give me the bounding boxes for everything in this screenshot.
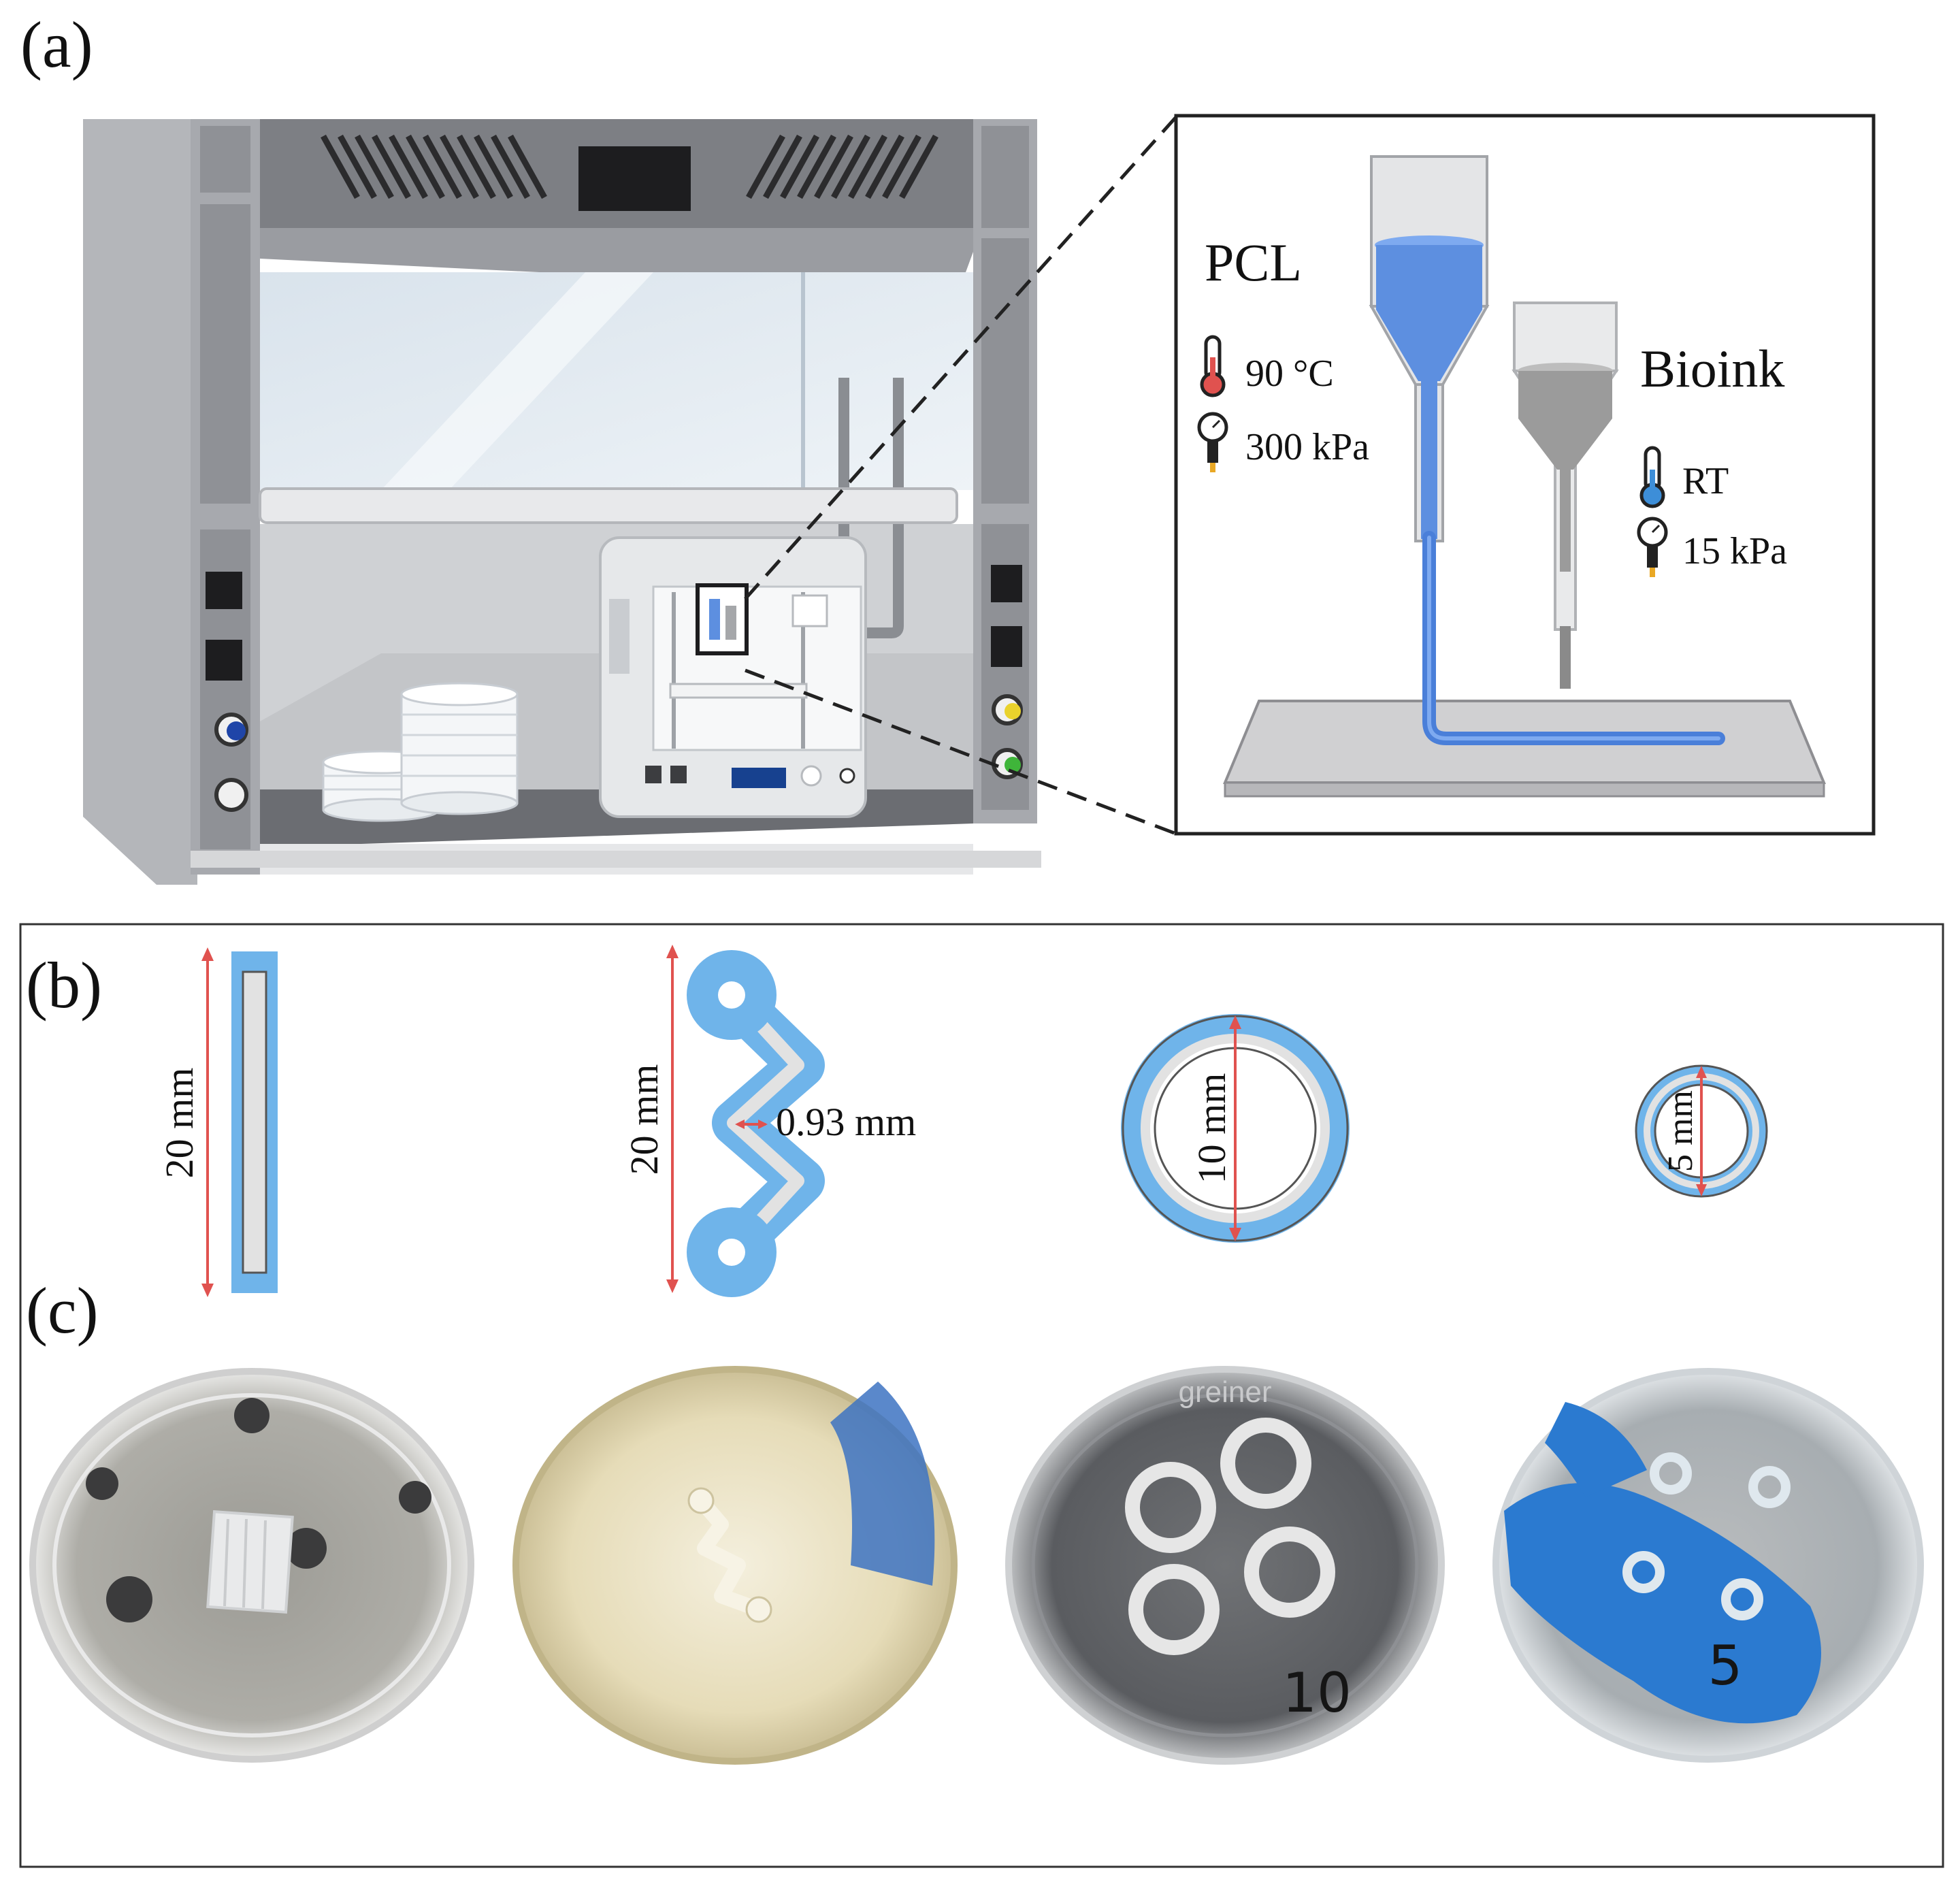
pcl-label: PCL	[1205, 233, 1302, 292]
hood-side-wall	[83, 119, 197, 885]
design-3-dimension: 10 mm	[1190, 1073, 1234, 1184]
zoom-connector-top	[744, 116, 1177, 600]
dish-brand-mark: greiner	[1179, 1375, 1272, 1409]
gloved-hand	[1504, 1483, 1821, 1724]
pressure-gauge-icon-pcl	[1197, 412, 1228, 472]
design-ring-10mm: 10 mm	[1121, 1014, 1350, 1243]
printed-ring	[1125, 1462, 1216, 1553]
handwritten-label-10: 10	[1282, 1661, 1352, 1725]
vent-left	[321, 134, 547, 199]
sash-handle	[259, 487, 958, 524]
design-2-channel-width: 0.93 mm	[776, 1100, 916, 1144]
bioprinter-illustration	[599, 536, 867, 818]
fume-hood-illustration	[83, 119, 1041, 885]
hood-display-panel	[578, 146, 691, 211]
printed-small-ring	[1650, 1452, 1692, 1495]
photo-dish-zigzag	[512, 1366, 958, 1765]
photo-dish-ring-5mm: 5	[1492, 1368, 1924, 1763]
design-zigzag-channel: 20 mm 0.93 mm	[622, 945, 916, 1297]
design-ring-5mm: 5 mm	[1635, 1064, 1768, 1198]
zoom-connector-bottom	[745, 668, 1177, 836]
design-straight-channel: 20 mm	[157, 947, 278, 1297]
printed-ring	[1128, 1564, 1220, 1655]
printhead-highlight	[696, 583, 749, 655]
printhead-inset: PCL 90 °C 300 kPa Bioink RT 15 kPa	[1174, 114, 1876, 836]
printed-ring	[1220, 1418, 1311, 1509]
vent-right	[746, 134, 938, 199]
design-2-dimension: 20 mm	[622, 1064, 666, 1175]
printed-zigzag-scaffold	[695, 1495, 762, 1617]
printed-ring	[1244, 1527, 1335, 1618]
pcl-temperature: 90 °C	[1245, 353, 1334, 395]
printed-straight-scaffold	[206, 1510, 294, 1614]
handwritten-label-5: 5	[1708, 1634, 1743, 1697]
printed-small-ring	[1721, 1578, 1763, 1620]
bioink-syringe	[1512, 301, 1619, 689]
photo-dish-straight	[29, 1368, 474, 1763]
pcl-pressure: 300 kPa	[1245, 426, 1369, 468]
panel-b-label: (b)	[26, 949, 102, 1022]
panel-a-label: (a)	[20, 8, 93, 81]
design-1-dimension: 20 mm	[157, 1068, 201, 1179]
inlet-port	[718, 981, 745, 1009]
pcl-syringe	[1369, 155, 1725, 745]
printed-small-ring	[1622, 1551, 1665, 1593]
panels-bc-frame	[19, 923, 1944, 1868]
pressure-gauge-icon-bioink	[1637, 517, 1668, 577]
printed-small-ring	[1748, 1466, 1791, 1508]
thermometer-icon-bioink	[1639, 446, 1665, 508]
bioink-pressure: 15 kPa	[1682, 530, 1787, 572]
photo-dish-ring-10mm: greiner 10	[1005, 1366, 1445, 1765]
panel-c-label: (c)	[26, 1274, 99, 1347]
thermometer-icon-pcl	[1200, 335, 1226, 397]
bioink-label: Bioink	[1640, 339, 1784, 398]
bioink-temperature: RT	[1682, 460, 1729, 502]
gloved-hand	[830, 1382, 935, 1586]
petri-dish-stack-tall	[400, 682, 519, 815]
outlet-port	[718, 1239, 745, 1266]
design-4-dimension: 5 mm	[1661, 1090, 1700, 1172]
